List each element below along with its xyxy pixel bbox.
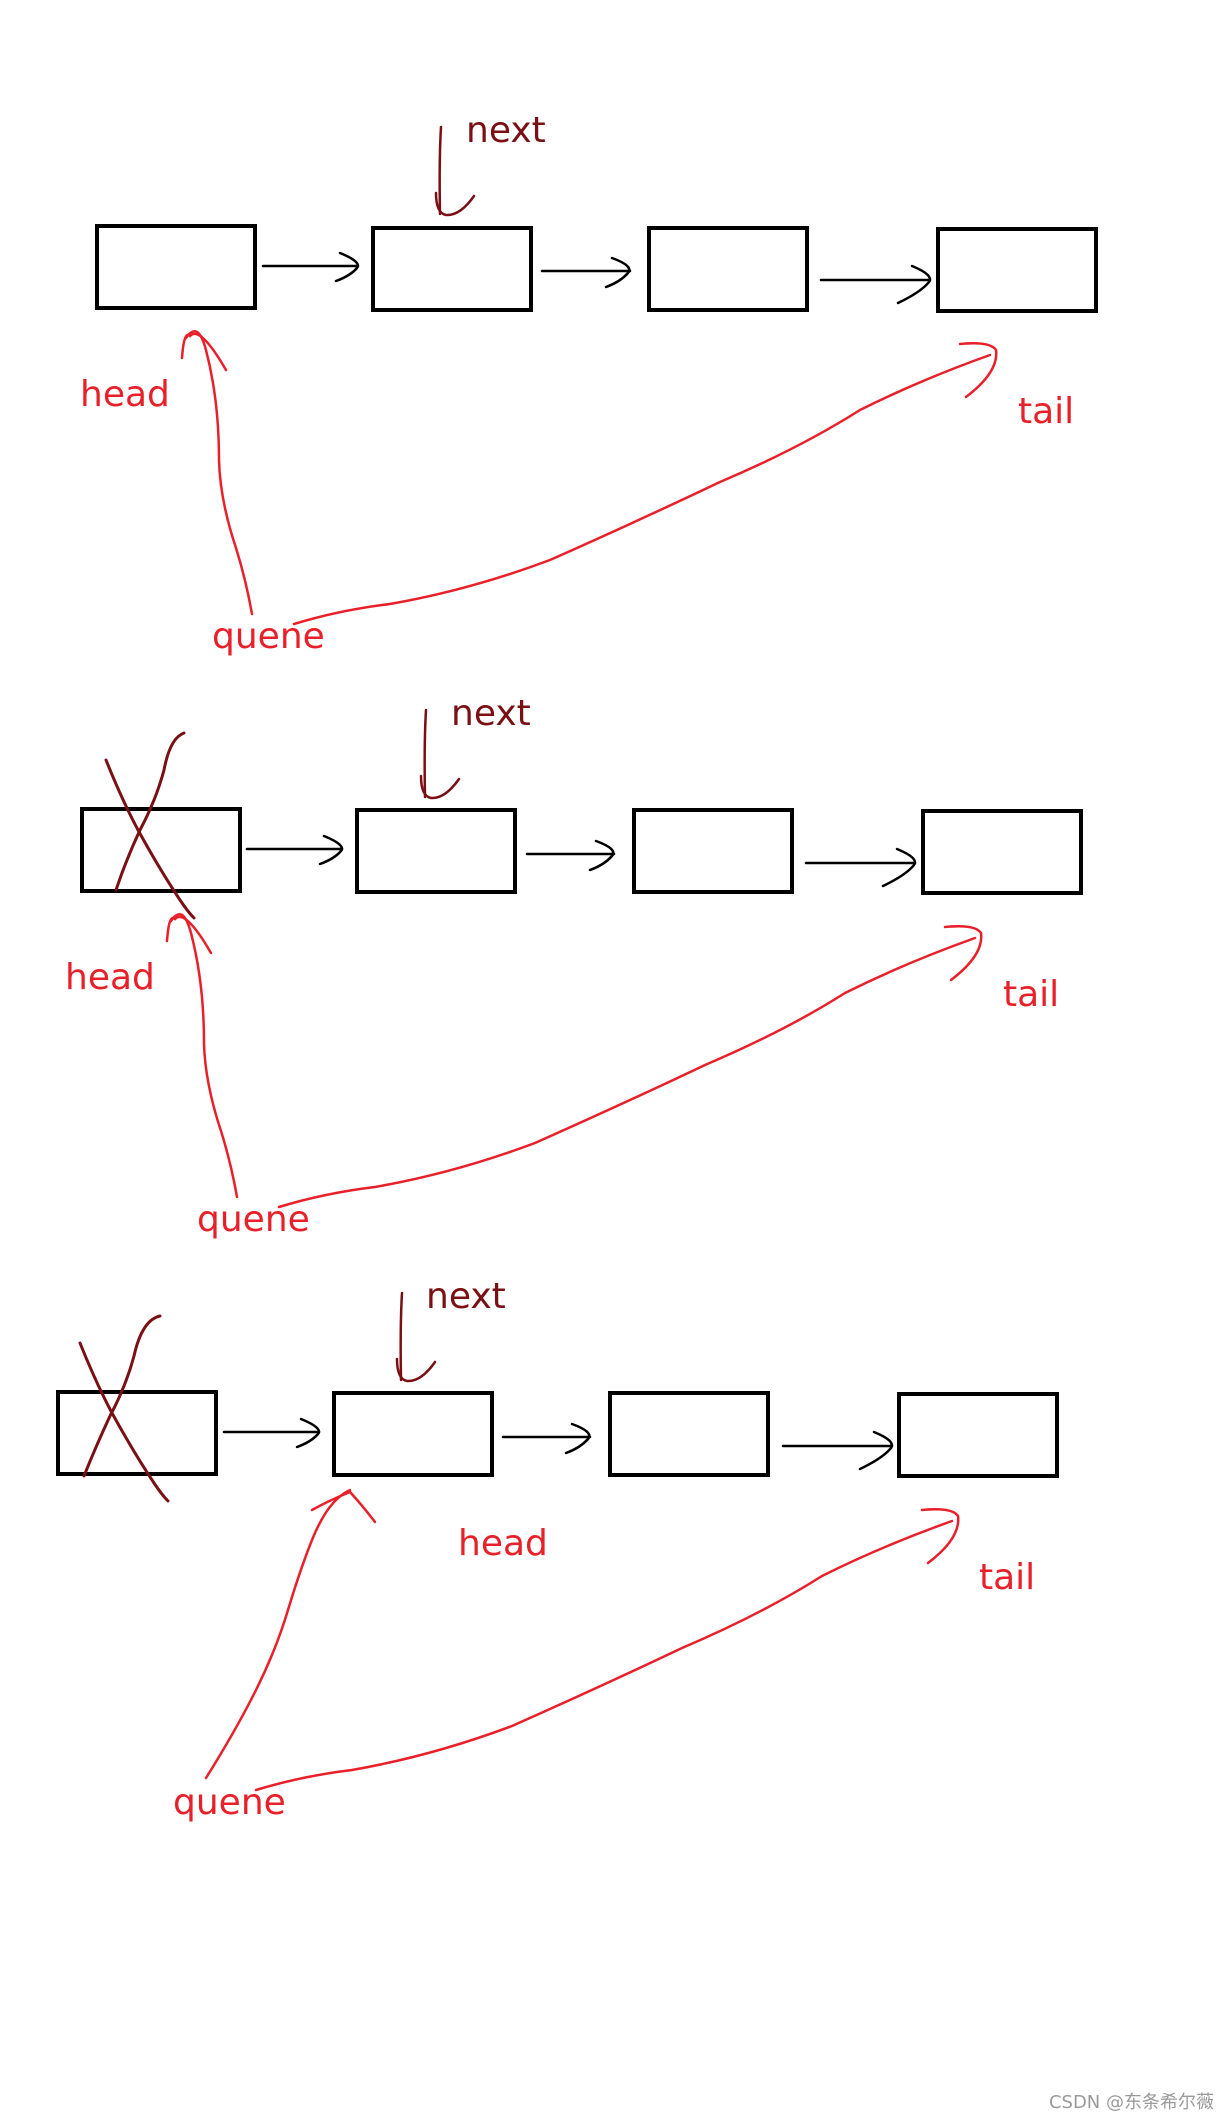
link-arrow-2	[540, 256, 632, 289]
head-label: head	[80, 374, 170, 415]
next-pointer-arrow	[395, 1291, 437, 1383]
link-arrow-3	[819, 264, 932, 305]
panel-1: next head tail quene	[80, 110, 1098, 657]
link-arrow-3	[804, 847, 917, 888]
watermark: CSDN @东条希尔薇	[1048, 2092, 1214, 2113]
node-1	[95, 224, 257, 310]
next-label: next	[426, 1276, 506, 1317]
next-label: next	[451, 693, 531, 734]
queue-label: quene	[212, 616, 325, 657]
link-arrow-2	[525, 839, 616, 872]
tail-pointer-arrow	[277, 925, 983, 1209]
tail-label: tail	[1018, 391, 1074, 432]
link-arrow-1	[245, 834, 344, 866]
link-arrow-3	[781, 1430, 894, 1471]
node-1	[56, 1390, 218, 1476]
queue-label: quene	[197, 1199, 310, 1240]
tail-pointer-arrow	[254, 1508, 960, 1792]
node-2	[371, 226, 533, 312]
node-1	[80, 807, 242, 893]
link-arrow-2	[501, 1422, 592, 1455]
node-3	[647, 226, 809, 312]
next-pointer-arrow	[434, 125, 476, 217]
head-label: head	[458, 1523, 548, 1564]
tail-pointer-arrow	[292, 342, 998, 626]
head-pointer-arrow	[180, 330, 254, 616]
link-arrow-1	[261, 251, 360, 283]
next-label: next	[466, 110, 546, 151]
node-4	[921, 809, 1083, 895]
head-label: head	[65, 957, 155, 998]
head-pointer-arrow	[165, 913, 239, 1199]
node-2	[355, 808, 517, 894]
next-pointer-arrow	[419, 708, 461, 800]
queue-label: quene	[173, 1782, 286, 1823]
node-4	[936, 227, 1098, 313]
node-4	[897, 1392, 1059, 1478]
cross-mark	[104, 731, 196, 920]
panel-3: next head tail quene	[56, 1276, 1059, 1823]
node-3	[632, 808, 794, 894]
head-pointer-arrow	[204, 1488, 377, 1780]
tail-label: tail	[1003, 974, 1059, 1015]
panel-2: next head tail quene	[65, 693, 1083, 1240]
node-2	[332, 1391, 494, 1477]
tail-label: tail	[979, 1557, 1035, 1598]
cross-mark	[78, 1314, 170, 1503]
link-arrow-1	[222, 1417, 321, 1449]
node-3	[608, 1391, 770, 1477]
